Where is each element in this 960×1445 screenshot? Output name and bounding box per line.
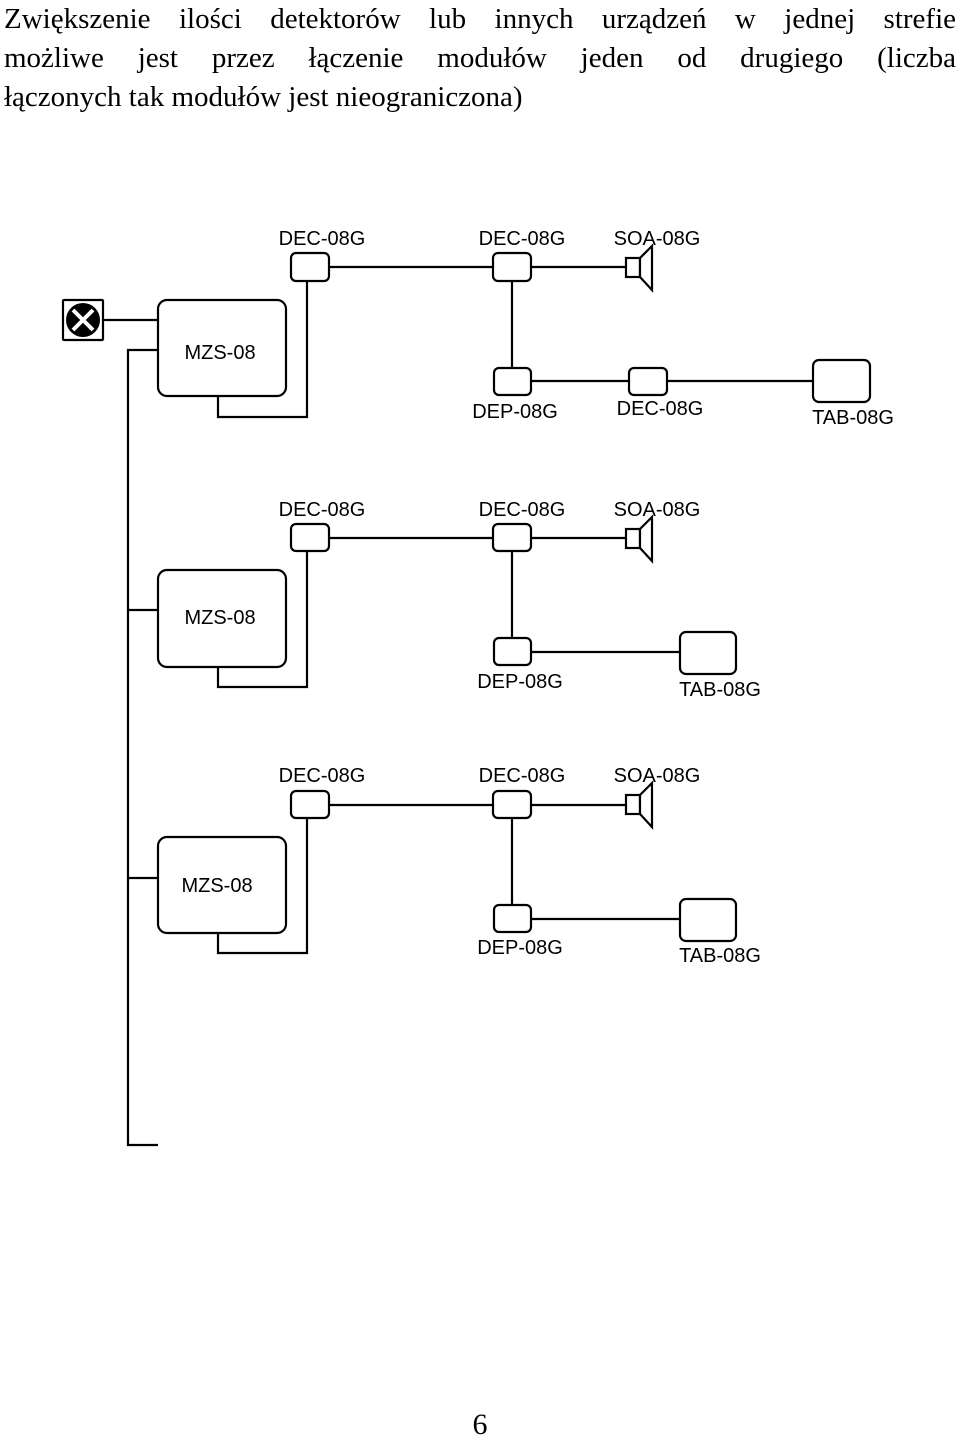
zone-3-dec-b-module xyxy=(491,789,533,820)
zone-2-mzs-module xyxy=(156,568,288,669)
zone-3-dec-a-label: DEC-08G xyxy=(279,765,366,787)
zone-3-dep-module xyxy=(492,903,533,934)
zone-1-dec-c-label: DEC-08G xyxy=(617,398,704,420)
zone-2-dec-a-label: DEC-08G xyxy=(279,499,366,521)
zone-1-dec-b-label: DEC-08G xyxy=(479,228,566,250)
zone-2-dep-module xyxy=(492,636,533,667)
zone-1-dec-c-module xyxy=(627,366,669,397)
zone-3-soa-speaker-icon xyxy=(624,780,654,830)
zone-2-soa-speaker-icon xyxy=(624,514,654,564)
zone-2-dec-b-module xyxy=(491,522,533,553)
zone-3-tab-label: TAB-08G xyxy=(679,945,761,967)
zone-3-dec-a-module xyxy=(289,789,331,820)
zone-1-loop-wire xyxy=(216,281,309,419)
zone-1-soa-label: SOA-08G xyxy=(614,228,701,250)
intro-line-2: możliwe jest przez łączenie modułów jede… xyxy=(4,42,956,74)
zone-1-dec-a-label: DEC-08G xyxy=(279,228,366,250)
zone-1-dec-a-module xyxy=(289,251,331,283)
zone-3-mzs-module xyxy=(156,835,288,935)
zone-3-mzs-label: MZS-08 xyxy=(181,875,252,897)
zone-1-tab-label: TAB-08G xyxy=(812,407,894,429)
zone-2-dep-label: DEP-08G xyxy=(477,671,563,693)
zone-2: MZS-08 DEC-08G DEC-08G SOA-08G DEP-08G T… xyxy=(156,499,761,701)
intro-line-1: Zwiększenie ilości detektorów lub innych… xyxy=(4,3,956,35)
zone-2-loop-wire xyxy=(216,551,309,689)
zone-1-dep-label: DEP-08G xyxy=(472,401,558,423)
zone-2-dec-b-label: DEC-08G xyxy=(479,499,566,521)
zone-3-dec-b-label: DEC-08G xyxy=(479,765,566,787)
zone-2-mzs-label: MZS-08 xyxy=(184,607,255,629)
zone-3-tab-module xyxy=(678,897,738,943)
zone-3: MZS-08 DEC-08G DEC-08G SOA-08G DEP-08G T… xyxy=(156,765,761,967)
zone-1-dep-module xyxy=(492,366,533,397)
zone-1-tab-module xyxy=(811,358,872,404)
intro-paragraph: Zwiększenie ilości detektorów lub innych… xyxy=(4,0,956,117)
zone-3-dep-label: DEP-08G xyxy=(477,937,563,959)
intro-line-3: łączonych tak modułów jest nieograniczon… xyxy=(4,81,523,113)
power-source-icon xyxy=(61,298,105,342)
zone-1: MZS-08 DEC-08G DEC-08G SOA-08G DEP-08G D… xyxy=(156,228,894,429)
zone-2-soa-label: SOA-08G xyxy=(614,499,701,521)
zone-2-dec-a-module xyxy=(289,522,331,553)
zone-1-mzs-module xyxy=(156,298,288,398)
zone-2-tab-label: TAB-08G xyxy=(679,679,761,701)
page-number: 6 xyxy=(472,1408,488,1441)
zone-1-mzs-label: MZS-08 xyxy=(184,342,255,364)
zone-1-dec-b-module xyxy=(491,251,533,283)
zone-1-soa-speaker-icon xyxy=(624,243,654,293)
main-bus-wires xyxy=(103,318,158,1147)
zone-3-loop-wire xyxy=(216,818,309,955)
zone-3-soa-label: SOA-08G xyxy=(614,765,701,787)
zone-2-tab-module xyxy=(678,630,738,676)
